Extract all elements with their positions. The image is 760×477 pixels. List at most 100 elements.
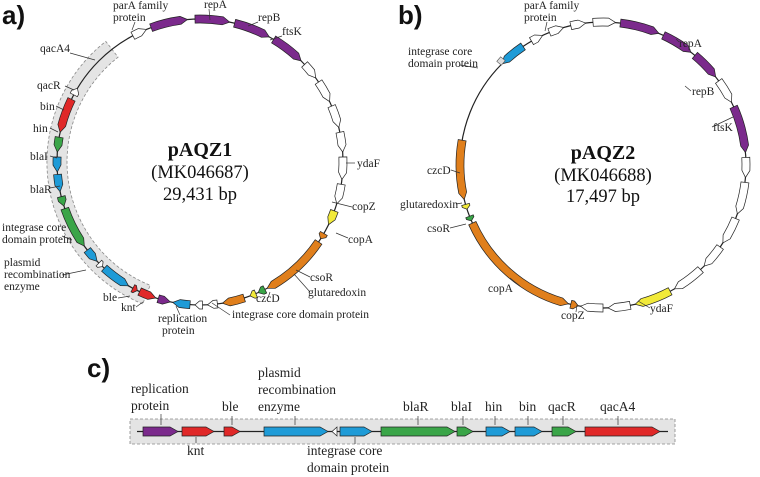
gene-b-orf8 (722, 216, 740, 244)
gene-a-hin (53, 173, 64, 193)
panel-label-b: b) (398, 0, 423, 30)
gene-label-a-copZ: copZ (352, 201, 376, 213)
leader-line-a (69, 52, 96, 61)
leader-line-a (293, 273, 311, 293)
marker-b (496, 56, 506, 66)
gene-label-a-qacA4: qacA4 (40, 43, 70, 55)
leader-line-a (331, 201, 353, 208)
linear-label-knt: knt (187, 443, 205, 458)
gene-a-orf2 (314, 79, 331, 103)
gene-a-bin (52, 156, 62, 173)
linear-label-qacR: qacR (548, 399, 576, 414)
leader-line-b (544, 21, 548, 32)
gene-b-repB (691, 51, 717, 78)
gene-b-parA (619, 18, 660, 35)
leader-line-a (295, 269, 311, 278)
gene-a-orf4 (335, 130, 347, 153)
gene-a-orf6 (334, 183, 346, 205)
linear-label-ble: ble (222, 399, 239, 414)
gene-b-csoR (465, 214, 475, 222)
leader-line-a (267, 291, 271, 299)
panel-label-c: c) (87, 353, 110, 383)
gene-label-b-czcD: czcD (427, 165, 451, 177)
gene-b-orf9 (703, 244, 724, 267)
gene-b-repA (661, 31, 692, 53)
linear-gene-hin (485, 426, 511, 437)
linear-gene-blaI (456, 426, 474, 437)
linear-gene-integrase (339, 426, 373, 437)
leader-line-b (684, 85, 692, 92)
gene-b-copZ (569, 299, 579, 310)
gene-label-a-czcD: czcD (256, 293, 280, 305)
gene-label-b-repA: repA (679, 38, 703, 50)
gene-label-a-blaR: blaR (30, 184, 52, 196)
leader-line-b (455, 202, 463, 205)
leader-line-a (117, 295, 131, 299)
leader-line-a (175, 305, 181, 316)
gene-label-a-ble: ble (103, 292, 117, 304)
gene-label-a-integrase-long: integrase core domain protein (232, 309, 369, 321)
linear-label-integrase-2: domain protein (307, 460, 389, 475)
linear-gene-replication (142, 426, 179, 437)
leader-line-a (135, 301, 144, 308)
leader-line-a (208, 8, 211, 21)
plasmid-accession-a: (MK046687) (151, 163, 249, 183)
gene-label-b-glutaredoxin: glutaredoxin (400, 199, 458, 211)
gene-b-orf1 (529, 34, 544, 46)
gene-b-czcD (455, 139, 467, 201)
gene-label-a-hin: hin (33, 123, 48, 135)
gene-label-b-copA: copA (488, 283, 514, 295)
gene-a-copA (266, 239, 323, 289)
plasmid-map-a: pAQZ1 (MK046687) 29,431 bp parA family p… (2, 0, 380, 337)
linear-label-bin: bin (519, 399, 537, 414)
gene-a-orf5 (338, 156, 348, 181)
gene-label-a-integrase: integrase core (2, 222, 66, 234)
linear-label-hin: hin (485, 399, 503, 414)
plasmid-size-a: 29,431 bp (163, 185, 237, 205)
gene-a-czcD (221, 293, 246, 307)
gene-label-a-plasmid-3: enzyme (4, 281, 40, 293)
gene-label-a-copA: copA (348, 234, 374, 246)
linear-label-plasmid-2: recombination (258, 382, 336, 397)
plasmid-accession-b: (MK046688) (554, 166, 652, 186)
linear-gene-qacR (551, 426, 577, 437)
gene-a-orf8 (194, 300, 203, 310)
gene-label-a-glutaredoxin: glutaredoxin (308, 287, 366, 299)
gene-a-orf10 (69, 87, 80, 98)
gene-b-copA (468, 221, 570, 307)
leader-line-b (575, 304, 578, 313)
gene-b-orf6 (741, 156, 751, 179)
leader-line-b (711, 116, 734, 128)
leader-line-b (449, 223, 467, 229)
gene-label-b-integrase: integrase core (408, 46, 472, 58)
gene-label-b-ftsK: ftsK (713, 122, 734, 134)
gene-b-orf10 (673, 266, 704, 290)
gene-label-b-copZ: copZ (561, 310, 585, 322)
gene-track-a (52, 14, 348, 310)
linear-label-integrase: integrase core (307, 443, 382, 458)
gene-label-a-replication-2: protein (162, 325, 195, 337)
gene-b-orf7 (735, 181, 750, 215)
gene-label-b-parA-2: protein (524, 12, 557, 24)
gene-track-c (142, 426, 661, 437)
linear-label-blaI: blaI (451, 399, 472, 414)
gene-label-a-knt: knt (121, 302, 137, 314)
linear-gene-bin (514, 426, 543, 437)
gene-a-orf7 (206, 299, 219, 309)
gene-label-b-integrase-2: domain protein (408, 58, 478, 70)
linear-gene-blaR (380, 426, 456, 437)
gene-label-a-parA-2: protein (113, 12, 146, 24)
gene-label-a-repB: repB (258, 12, 281, 24)
linear-gene-plasmid-recombination (263, 426, 329, 437)
gene-label-a-plasmid-2: recombination (4, 269, 71, 281)
gene-a-orf1 (301, 61, 317, 79)
gene-b-orf12 (579, 302, 604, 313)
gene-a-glutaredoxin (249, 289, 258, 299)
gene-label-a-integrase-2: domain protein (2, 234, 72, 246)
gene-label-a-repA: repA (204, 0, 228, 11)
label-leaders-c (160, 414, 619, 444)
panel-label-a: a) (2, 0, 25, 30)
label-leaders-a (49, 8, 355, 316)
linear-gene-ble (223, 426, 241, 437)
